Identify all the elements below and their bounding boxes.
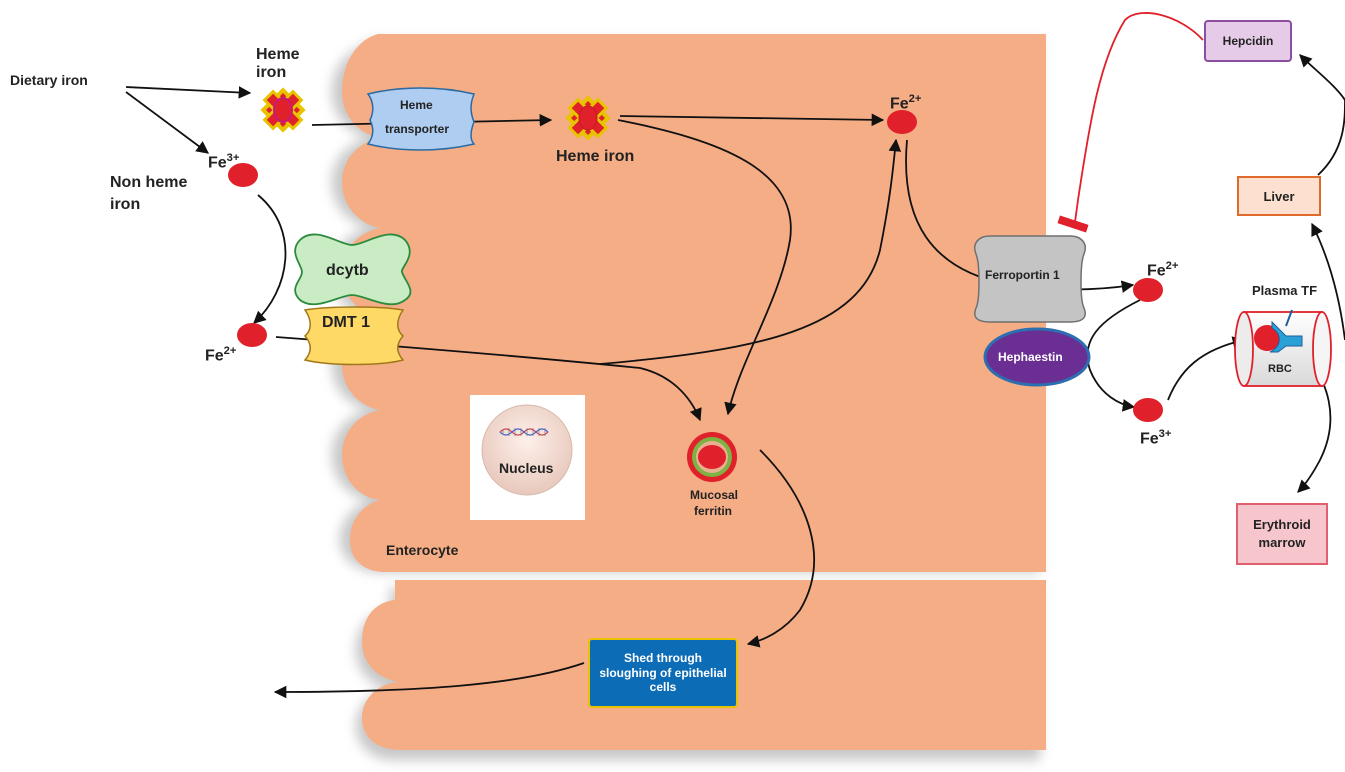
arrow-dietary-to-heme (125, 86, 252, 99)
heme-iron-icon-left (260, 87, 306, 133)
erythroid-marrow-label-line2: marrow (1258, 535, 1306, 550)
hephaestin-shape (983, 327, 1091, 387)
arrow-dietary-to-fe3 (125, 91, 210, 154)
fe2-left-circle (237, 323, 267, 347)
mucosal-ferritin-label-line1: Mucosal (690, 488, 739, 502)
dmt1-label: DMT 1 (322, 314, 370, 331)
erythroid-marrow-box: Erythroid marrow (1236, 503, 1328, 565)
rbc-label: RBC (1268, 363, 1292, 375)
nucleus-sphere (481, 404, 573, 496)
non-heme-iron-label-line2: iron (110, 196, 141, 213)
arrow-heme-to-fe2 (619, 113, 885, 127)
arrow-liver-to-hepcidin (1299, 54, 1345, 176)
arrow-heme-to-ferritin (617, 119, 792, 416)
plasma-tf-label: Plasma TF (1252, 283, 1318, 298)
fe3-right-label: Fe3+ (1140, 428, 1172, 448)
dna-icon (499, 428, 549, 436)
dcytb-shape (294, 233, 412, 306)
fe2-left-label: Fe2+ (205, 345, 237, 365)
arrow-ferritin-to-shed (746, 449, 815, 648)
heme-iron-center-label: Heme iron (556, 148, 635, 165)
mucosal-ferritin-label-line2: ferritin (694, 504, 733, 518)
dmt1-shape (303, 306, 405, 366)
hepcidin-box: Hepcidin (1204, 20, 1292, 62)
heme-iron-left-label-line1: Heme (256, 46, 300, 63)
dcytb-label: dcytb (326, 262, 369, 279)
nucleus-label: Nucleus (499, 460, 554, 476)
dietary-iron-label: Dietary iron (10, 72, 88, 88)
rbc-cylinder (1234, 309, 1332, 387)
heme-transporter-label-line1: Heme (400, 98, 433, 112)
heme-iron-left-label-line2: iron (256, 64, 287, 81)
enterocyte-label: Enterocyte (386, 542, 459, 558)
heme-transporter-label-line2: transporter (385, 122, 450, 136)
hephaestin-label: Hephaestin (998, 350, 1063, 364)
heme-transporter-shape (366, 87, 476, 151)
non-heme-iron-label-line1: Non heme (110, 174, 188, 191)
fe2-top-label: Fe2+ (890, 93, 922, 113)
arrow-rbc-to-liver (1311, 222, 1345, 341)
erythroid-marrow-label-line1: Erythroid (1253, 517, 1311, 533)
heme-iron-icon-center (565, 95, 611, 141)
ferroportin-shape (974, 235, 1086, 323)
arrow-dmt1-to-fe2-top (599, 138, 902, 365)
hepcidin-inhibition-line (1074, 12, 1204, 223)
ferroportin-label: Ferroportin 1 (985, 268, 1060, 282)
arrow-fe2-to-fe3 (1086, 299, 1141, 412)
fe3-left-label: Fe3+ (208, 152, 240, 172)
arrow-shed-out (273, 662, 585, 699)
mucosal-ferritin-icon (687, 432, 737, 482)
fe3-left-circle (228, 163, 258, 187)
shed-through-sloughing-box: Shed through sloughing of epithelial cel… (588, 638, 738, 708)
fe2-top-circle (887, 110, 917, 134)
hepcidin-inhibition-bar (1057, 215, 1089, 233)
fe3-right-circle (1133, 398, 1163, 422)
liver-box: Liver (1237, 176, 1321, 216)
fe2-right-circle (1133, 278, 1163, 302)
arrow-fe3-to-tf (1167, 336, 1246, 401)
arrow-fe3-to-fe2 (253, 194, 287, 324)
fe2-right-label: Fe2+ (1147, 260, 1179, 280)
